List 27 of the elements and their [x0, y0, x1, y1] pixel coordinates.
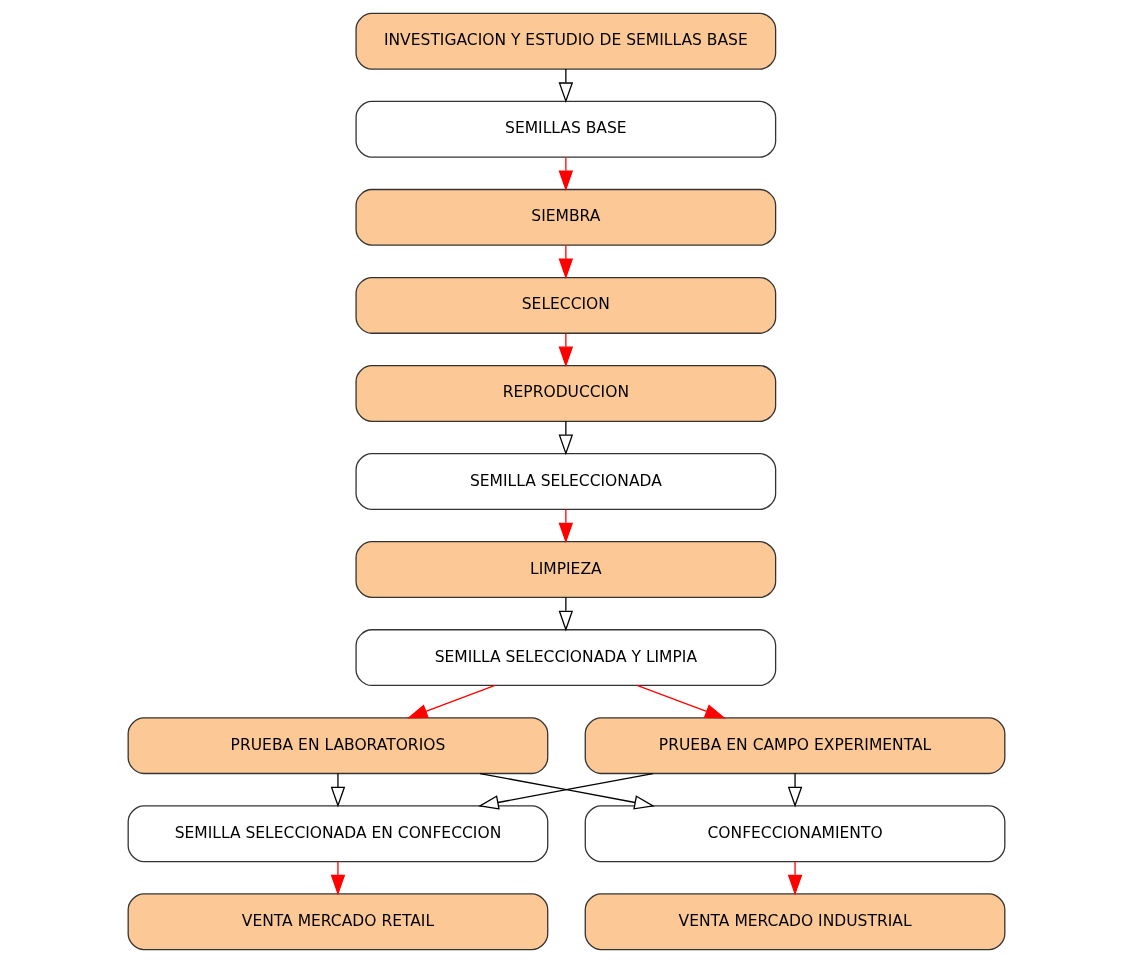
- arrow: [558, 420, 574, 456]
- node-box: SELECCION: [355, 276, 777, 334]
- node-box: CONFECCIONAMIENTO: [584, 805, 1006, 863]
- arrow: [330, 772, 346, 808]
- node-box: SEMILLAS BASE: [355, 100, 777, 158]
- node-box: VENTA MERCADO RETAIL: [127, 893, 549, 951]
- node-box: SIEMBRA: [355, 188, 777, 246]
- node-box: LIMPIEZA: [355, 541, 777, 599]
- node-box: SEMILLA SELECCIONADA Y LIMPIA: [355, 629, 777, 687]
- node-box: VENTA MERCADO INDUSTRIAL: [584, 893, 1006, 951]
- arrow: [406, 684, 496, 719]
- arrow: [558, 508, 574, 544]
- node-box: PRUEBA EN CAMPO EXPERIMENTAL: [584, 717, 1006, 775]
- node-box: INVESTIGACION Y ESTUDIO DE SEMILLAS BASE: [355, 12, 777, 70]
- arrow: [636, 684, 726, 719]
- node-box: SEMILLA SELECCIONADA EN CONFECCION: [127, 805, 549, 863]
- node-box: SEMILLA SELECCIONADA: [355, 453, 777, 510]
- arrow: [787, 772, 803, 808]
- arrow: [787, 860, 803, 896]
- arrow: [558, 332, 574, 368]
- arrow: [330, 860, 346, 896]
- arrow: [558, 68, 574, 104]
- node-box: REPRODUCCION: [355, 364, 777, 422]
- arrow: [558, 596, 574, 632]
- arrow: [558, 156, 574, 192]
- arrow: [558, 244, 574, 280]
- node-box: PRUEBA EN LABORATORIOS: [127, 717, 549, 775]
